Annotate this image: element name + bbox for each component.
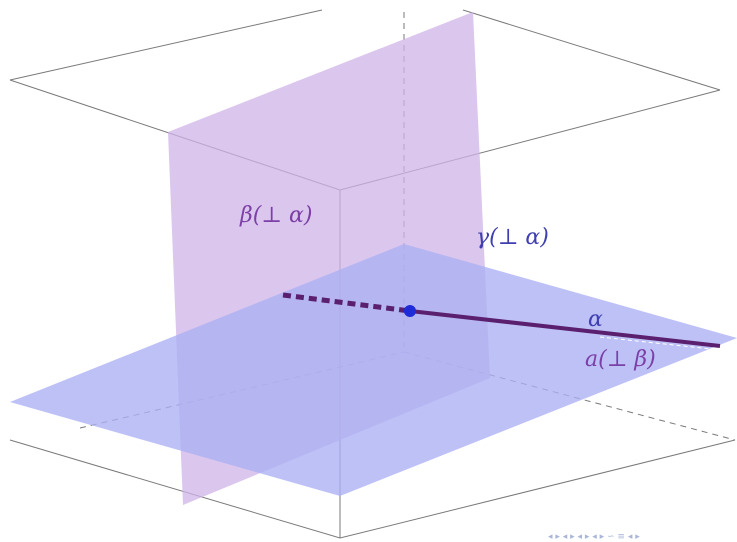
upper-box-back-right-edge (462, 9, 721, 91)
label-line-a: a(⊥ β) (585, 347, 656, 372)
line-a-dashed-underline (599, 336, 721, 351)
label-beta: β(⊥ α) (239, 203, 312, 228)
plane-alpha (10, 244, 737, 496)
upper-box-back-left-edge (9, 9, 323, 81)
intersection-point (404, 305, 416, 317)
label-alpha: α (588, 307, 603, 332)
label-gamma: γ(⊥ α) (476, 225, 549, 250)
line-a-hidden-part (282, 292, 411, 314)
line-a-visible-part (409, 309, 721, 348)
lower-box-front-edges (9, 439, 736, 539)
beamer-navigation-icons[interactable]: ◂ ▸ ◂ ▸ ◂ ▸ ◂ ▸ ∽ ≡ ◂ ▸ (548, 532, 640, 542)
